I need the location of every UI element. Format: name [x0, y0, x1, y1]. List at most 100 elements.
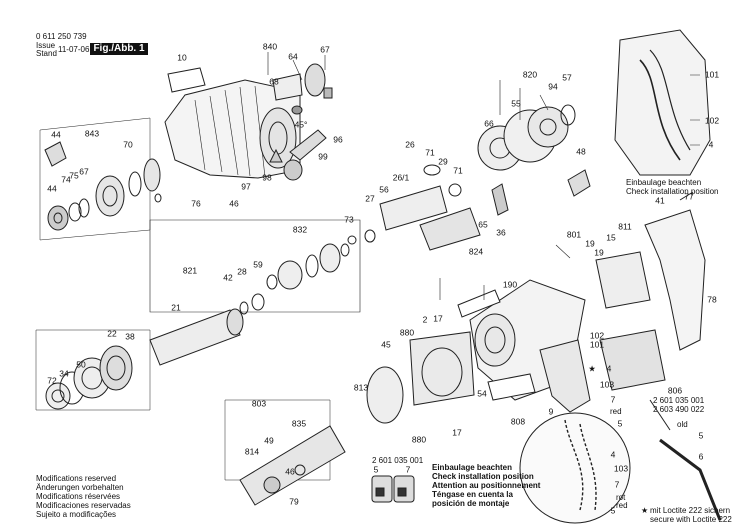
callout-70: 70 [123, 139, 133, 150]
callout-814: 814 [244, 446, 260, 457]
callout-78: 78 [707, 294, 717, 305]
callout-26-1: 26/1 [392, 172, 410, 183]
callout-103: 103 [599, 379, 615, 390]
install-note-1: Einbaulage beachten [432, 463, 513, 472]
install-note-5: posición de montaje [432, 499, 510, 508]
callout-5b: 5 [373, 464, 379, 475]
callout-45: 45 [381, 339, 391, 350]
callout-22: 22 [107, 328, 117, 339]
install-note-2: Check installation position [432, 472, 534, 481]
install-note-3: Attention au positionnement [432, 481, 541, 490]
callout-64: 64 [288, 51, 298, 62]
callout-5d: 5 [610, 505, 616, 516]
callout-71: 71 [425, 147, 435, 158]
callout-801: 801 [566, 229, 582, 240]
callout-824: 824 [468, 246, 484, 257]
callout-67: 67 [320, 44, 330, 55]
callout-4c: 4 [610, 449, 616, 460]
callout-17b: 17 [452, 427, 462, 438]
callout-10: 10 [177, 52, 187, 63]
callout-821: 821 [182, 265, 198, 276]
callout-36: 36 [496, 227, 506, 238]
callout-4b: 4 [606, 363, 612, 374]
inset-circle [519, 412, 631, 524]
footer-note-4: Modificaciones reservadas [36, 501, 131, 510]
callout-880: 880 [399, 327, 415, 338]
callout-840: 840 [262, 41, 278, 52]
callout-65: 65 [478, 219, 488, 230]
callout-96: 96 [333, 134, 343, 145]
callout-803: 803 [251, 398, 267, 409]
footer-note-3: Modifications réservées [36, 492, 121, 501]
callout-811: 811 [618, 221, 632, 232]
callout-7c: 7 [614, 479, 620, 490]
callout-46b: 46 [285, 466, 295, 477]
callout-66: 66 [484, 118, 494, 129]
loctite-star-icon: ★ [641, 506, 649, 515]
callout-21: 21 [171, 302, 181, 313]
assembly-bracket-left [39, 117, 151, 241]
issue-label: Issue [36, 41, 56, 50]
callout-5c: 5 [617, 418, 623, 429]
loctite-note-2: secure with Loctite 222 [650, 515, 732, 524]
footer-note-1: Modifications reserved [36, 474, 117, 483]
assembly-bracket-841 [149, 219, 361, 313]
service-number-1: 2 601 035 001 [653, 396, 705, 405]
callout-71b: 71 [453, 165, 463, 176]
figure-label: Fig./Abb. 1 [90, 43, 148, 55]
callout-19b: 19 [594, 247, 604, 258]
callout-820: 820 [522, 69, 538, 80]
callout-98: 98 [262, 172, 272, 183]
callout-54: 54 [477, 388, 487, 399]
callout-19: 19 [585, 238, 595, 249]
footer-note-2: Änderungen vorbehalten [36, 483, 124, 492]
callout-73: 73 [344, 214, 354, 225]
wire-old: old [677, 420, 688, 429]
callout-832: 832 [292, 224, 308, 235]
callout-103b: 103 [613, 463, 629, 474]
callout-59: 59 [253, 259, 263, 270]
footer-note-5: Sujeito a modificações [36, 510, 117, 519]
callout-94: 94 [548, 81, 558, 92]
service-number-3: 2 601 035 001 [372, 456, 424, 465]
callout-9: 9 [548, 406, 554, 417]
callout-56: 56 [379, 184, 389, 195]
callout-74: 74 [61, 174, 71, 185]
callout-7b: 7 [405, 464, 411, 475]
callout-806: 806 [667, 385, 683, 396]
callout-34: 34 [59, 368, 69, 379]
callout-76: 76 [191, 198, 201, 209]
callout-102b: 102 [589, 330, 605, 341]
callout-79: 79 [289, 496, 299, 507]
callout-27: 27 [365, 193, 375, 204]
callout-55: 55 [511, 98, 521, 109]
stand-label: Stand [36, 49, 57, 58]
callout-880b: 880 [411, 434, 427, 445]
callout-813: 813 [353, 382, 369, 393]
loctite-note-1: mit Loctite 222 sichern [650, 506, 731, 515]
callout-5: 5 [698, 430, 704, 441]
service-number-2: 2 603 490 022 [653, 405, 705, 414]
callout-6: 6 [698, 451, 704, 462]
callout-68: 68 [269, 76, 279, 87]
callout-49: 49 [264, 435, 274, 446]
install-note-4: Téngase en cuenta la [432, 490, 513, 499]
callout-67b: 67 [79, 166, 89, 177]
callout-48: 48 [576, 146, 586, 157]
callout-190: 190 [502, 279, 518, 290]
callout-57: 57 [562, 72, 572, 83]
callout-75: 75 [69, 170, 79, 181]
callout-44b: 44 [47, 183, 57, 194]
wire-red-2: red [616, 501, 628, 510]
callout-97: 97 [241, 181, 251, 192]
callout-72: 72 [47, 375, 57, 386]
callout-46: 46 [229, 198, 239, 209]
callout-835: 835 [291, 418, 307, 429]
callout-44: 44 [51, 129, 61, 140]
callout-42: 42 [223, 272, 233, 283]
part-number: 0 611 250 739 [36, 32, 87, 41]
callout-77: 77 [684, 191, 694, 202]
callout-17: 17 [433, 313, 443, 324]
install-note-tr-1: Einbaulage beachten [626, 178, 702, 187]
